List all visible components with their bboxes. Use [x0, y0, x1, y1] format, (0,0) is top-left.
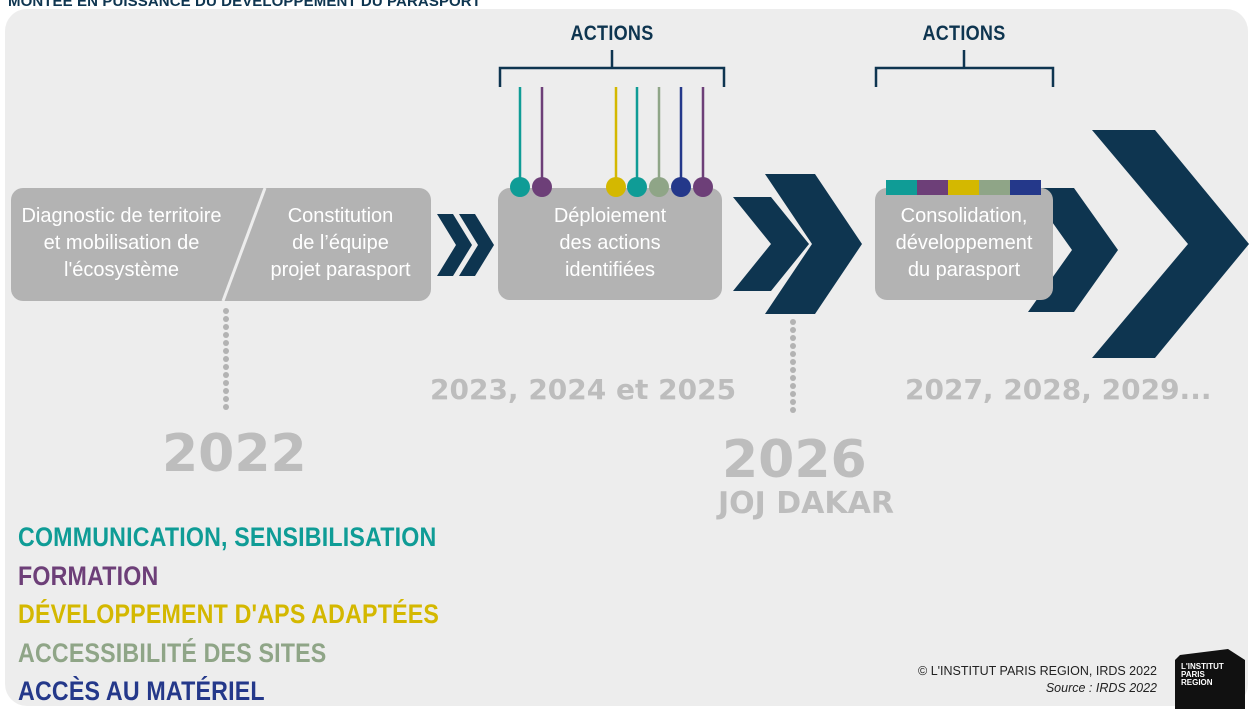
copyright-text: © L'INSTITUT PARIS REGION, IRDS 2022: [918, 664, 1157, 678]
dotted-connector-2022: [223, 308, 229, 410]
actions-bracket-2: [874, 50, 1055, 87]
strip-segment: [979, 180, 1010, 195]
diagram-panel: [5, 9, 1248, 706]
legend-communication: COMMUNICATION, SENSIBILISATION: [18, 522, 437, 552]
institut-logo: L'INSTITUT PARIS REGION: [1181, 662, 1224, 687]
stage2-box: [498, 188, 722, 300]
chevron-medium-2: [765, 174, 862, 314]
credit-block: © L'INSTITUT PARIS REGION, IRDS 2022 Sou…: [918, 663, 1157, 697]
chevron-medium-1: [733, 197, 809, 291]
joj-dakar-label: JOJ DAKAR: [718, 486, 894, 521]
year-2027-2029: 2027, 2028, 2029...: [905, 373, 1212, 406]
actions-bracket-1: [498, 50, 726, 87]
year-2023-2025: 2023, 2024 et 2025: [430, 373, 737, 406]
strip-segment: [1010, 180, 1041, 195]
action-pin-communication: [510, 87, 530, 197]
chevron-small-1: [437, 214, 472, 276]
actions-label-1: ACTIONS: [570, 22, 654, 45]
dotted-connector-2026: [790, 319, 796, 413]
action-pin-aps: [606, 87, 626, 197]
page-title: MONTÉE EN PUISSANCE DU DÉVELOPPEMENT DU …: [8, 0, 482, 10]
actions-label-2: ACTIONS: [922, 22, 1006, 45]
stage1-right-text: Constitution de l’équipe projet paraspor…: [270, 205, 411, 281]
legend-aps: DÉVELOPPEMENT D'APS ADAPTÉES: [18, 599, 440, 629]
stage1-left-text: Diagnostic de territoire et mobilisation…: [21, 205, 222, 281]
action-pin-materiel: [671, 87, 691, 197]
chevron-small-2: [459, 214, 494, 276]
stage3-box: [875, 188, 1053, 300]
logo-shape: [1175, 649, 1245, 709]
stage2-text: Déploiement des actions identifiées: [553, 205, 667, 281]
actions-color-strip: [886, 180, 1041, 195]
action-pin-formation: [693, 87, 713, 197]
stage1-box: [11, 188, 431, 301]
chevron-large-2: [1092, 130, 1249, 358]
legend-formation: FORMATION: [18, 561, 159, 591]
source-text: Source : IRDS 2022: [1045, 681, 1157, 695]
year-2022: 2022: [162, 424, 307, 484]
strip-segment: [948, 180, 979, 195]
legend-accessibilite: ACCESSIBILITÉ DES SITES: [18, 638, 327, 668]
legend-materiel: ACCÈS AU MATÉRIEL: [18, 676, 265, 706]
strip-segment: [917, 180, 948, 195]
strip-segment: [886, 180, 917, 195]
year-2026: 2026: [722, 430, 867, 490]
stage3-text: Consolidation, développement du paraspor…: [895, 205, 1033, 281]
action-pin-communication: [627, 87, 647, 197]
action-pin-accessibilite: [649, 87, 669, 197]
action-pin-formation: [532, 87, 552, 197]
stage1-divider: [221, 188, 267, 301]
